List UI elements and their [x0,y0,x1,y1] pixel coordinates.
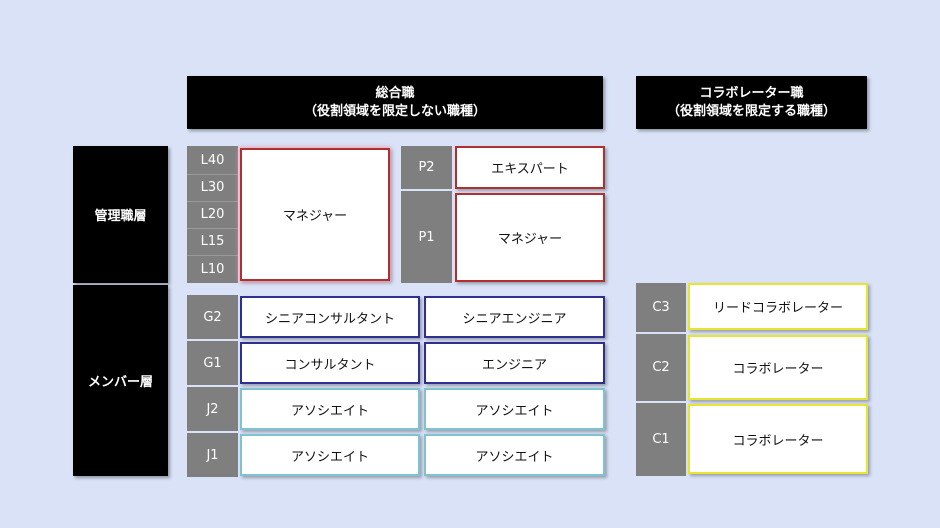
level-g1: G1 [187,341,238,385]
box-label: エンジニア [481,357,547,373]
management-tier-text: 管理職層 [94,209,147,224]
level-label: G1 [203,355,222,371]
general-track-header: 総合職 （役割領域を限定しない職種） [187,76,603,129]
box-label: アソシエイト [475,449,554,465]
collaborator-c2-box: コラボレーター [688,335,868,400]
level-label: P1 [418,229,435,245]
level-c1: C1 [636,403,686,476]
level-label: C3 [652,300,670,315]
box-label: リードコラボレーター [712,301,843,316]
lead-collaborator-box: リードコラボレーター [688,283,868,330]
level-j1: J1 [187,433,238,477]
associate-box: アソシエイト [240,388,420,430]
box-label: マネジャー [282,209,348,224]
level-label: L15 [187,228,238,256]
member-tier-label: メンバー層 [73,285,168,476]
associate-box: アソシエイト [424,434,605,476]
level-label: P2 [418,160,435,175]
box-label: シニアエンジニア [462,311,567,327]
level-c3: C3 [636,283,686,332]
manager-general-box: マネジャー [240,148,390,281]
general-track-subtitle: （役割領域を限定しない職種） [303,103,486,119]
senior-consultant-box: シニアコンサルタント [240,296,420,338]
box-label: シニアコンサルタント [264,311,395,327]
level-label: L40 [187,146,238,175]
level-label: L10 [200,261,225,277]
box-label: アソシエイト [475,403,554,419]
level-c2: C2 [636,334,686,401]
level-label: G2 [203,309,222,325]
box-label: アソシエイト [290,449,369,465]
expert-box: エキスパート [455,146,605,189]
manager-professional-box: マネジャー [455,193,605,282]
consultant-box: コンサルタント [240,342,420,384]
associate-box: アソシエイト [424,388,605,430]
collaborator-track-title: コラボレーター職 [699,85,804,101]
level-p2: P2 [401,146,452,189]
engineer-box: エンジニア [424,342,605,384]
senior-engineer-box: シニアエンジニア [424,296,605,338]
level-label: L30 [187,174,238,202]
associate-box: アソシエイト [240,434,420,476]
level-label: J2 [206,401,219,417]
level-label: J1 [206,447,219,463]
box-label: エキスパート [491,162,569,177]
collaborator-track-header: コラボレーター職 （役割領域を限定する職種） [636,76,867,129]
level-g2: G2 [187,295,238,339]
box-label: コラボレーター [732,433,824,449]
general-track-title: 総合職 [375,85,415,101]
collaborator-track-subtitle: （役割領域を限定する職種） [666,103,836,119]
member-tier-text: メンバー層 [87,375,153,390]
box-label: アソシエイト [290,403,369,419]
management-tier-label: 管理職層 [73,146,168,283]
collaborator-c1-box: コラボレーター [688,404,868,474]
level-label: C2 [652,360,670,375]
box-label: コラボレーター [732,362,824,377]
level-j2: J2 [187,387,238,431]
management-level-column: L40 L30 L20 L15 L10 [187,146,238,283]
level-p1: P1 [401,191,452,283]
level-label: C1 [652,432,670,447]
box-label: コンサルタント [284,357,376,373]
level-label: L20 [187,201,238,229]
box-label: マネジャー [497,232,563,247]
